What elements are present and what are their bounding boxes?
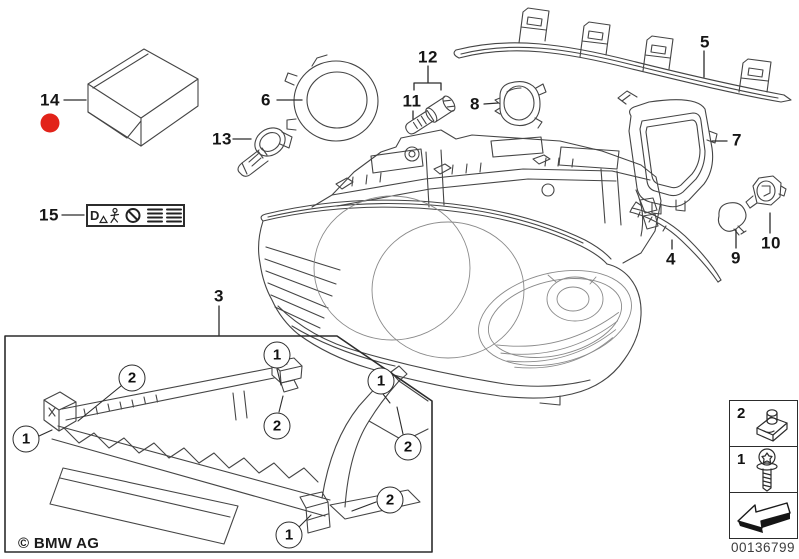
text-lines-icon bbox=[147, 208, 182, 223]
callout-2[interactable]: 2 bbox=[394, 433, 422, 461]
legend-row-screw: 1 bbox=[730, 447, 797, 493]
cap-8-drawing bbox=[494, 80, 547, 129]
callout-leader bbox=[38, 429, 53, 437]
callout-leader bbox=[276, 368, 282, 386]
part-label-3[interactable]: 3 bbox=[214, 286, 224, 306]
callout-2[interactable]: 2 bbox=[263, 412, 291, 440]
callout-number: 1 bbox=[376, 372, 386, 390]
callout-number: 1 bbox=[272, 346, 282, 364]
callout-leader bbox=[396, 406, 404, 435]
legend-number[interactable]: 1 bbox=[737, 451, 746, 468]
strip-4-drawing bbox=[629, 201, 722, 283]
callout-number: 2 bbox=[385, 491, 395, 509]
callout-number: 2 bbox=[127, 369, 137, 387]
bulb-11-socket-drawing bbox=[405, 95, 456, 135]
callout-1[interactable]: 1 bbox=[367, 367, 395, 395]
callout-leader bbox=[298, 514, 312, 528]
callout-leader bbox=[77, 385, 122, 422]
part-label-10[interactable]: 10 bbox=[761, 233, 781, 253]
part-label-12[interactable]: 12 bbox=[418, 47, 438, 67]
headlight-ghost-curves bbox=[313, 195, 632, 369]
box-14-drawing bbox=[87, 48, 199, 147]
bulb-13-drawing bbox=[237, 127, 293, 177]
callout-number: 2 bbox=[272, 417, 282, 435]
callout-leader bbox=[382, 393, 391, 404]
callout-leader bbox=[278, 395, 284, 413]
callout-number: 1 bbox=[21, 430, 31, 448]
clip-nut-icon bbox=[756, 409, 788, 442]
red-dot-icon bbox=[40, 113, 60, 133]
fastener-legend: 2 1 bbox=[729, 400, 798, 539]
callout-1[interactable]: 1 bbox=[12, 425, 40, 453]
part-label-14[interactable]: 14 bbox=[40, 90, 60, 110]
prohibition-icon bbox=[125, 208, 141, 223]
direction-arrow-icon bbox=[737, 502, 791, 533]
part-label-9[interactable]: 9 bbox=[731, 248, 741, 268]
callout-1[interactable]: 1 bbox=[263, 341, 291, 369]
parts-drawings bbox=[43, 7, 792, 545]
callout-2[interactable]: 2 bbox=[118, 364, 146, 392]
strip-5-drawing bbox=[453, 7, 792, 103]
screw-icon bbox=[756, 448, 778, 492]
copyright-text: © BMW AG bbox=[18, 535, 100, 552]
part-label-15[interactable]: 15 bbox=[39, 205, 59, 225]
person-icon bbox=[110, 207, 120, 224]
callout-number: 2 bbox=[403, 438, 413, 456]
part-label-7[interactable]: 7 bbox=[732, 130, 742, 150]
callout-2[interactable]: 2 bbox=[376, 486, 404, 514]
warning-label-15: D bbox=[86, 204, 185, 227]
part-label-11[interactable]: 11 bbox=[402, 91, 422, 111]
part-label-5[interactable]: 5 bbox=[700, 32, 710, 52]
part-label-8[interactable]: 8 bbox=[470, 94, 480, 114]
legend-number[interactable]: 2 bbox=[737, 405, 746, 422]
inset-box-frame bbox=[4, 335, 433, 553]
legend-row-clip: 2 bbox=[730, 401, 797, 447]
warning-label-letter: D bbox=[90, 208, 99, 223]
part-label-6[interactable]: 6 bbox=[261, 90, 271, 110]
part-label-13[interactable]: 13 bbox=[212, 129, 232, 149]
headlight-assembly-drawing bbox=[257, 129, 662, 406]
leader-lines bbox=[4, 50, 771, 553]
leader-8 bbox=[483, 102, 499, 105]
part-label-4[interactable]: 4 bbox=[666, 249, 676, 269]
socket-10-drawing bbox=[745, 175, 787, 209]
callout-number: 1 bbox=[284, 526, 294, 544]
headlight-warning-label-icon: D bbox=[90, 207, 182, 224]
callout-1[interactable]: 1 bbox=[275, 521, 303, 549]
callout-leader bbox=[351, 501, 377, 512]
ring-6-drawing bbox=[284, 54, 379, 142]
legend-row-arrow bbox=[730, 493, 797, 538]
bulb-9-drawing bbox=[717, 202, 747, 236]
frame-7-drawing bbox=[617, 90, 718, 215]
document-number: 00136799 bbox=[730, 540, 796, 555]
triangle-icon bbox=[98, 215, 109, 224]
leader-12-bracket bbox=[413, 65, 442, 91]
